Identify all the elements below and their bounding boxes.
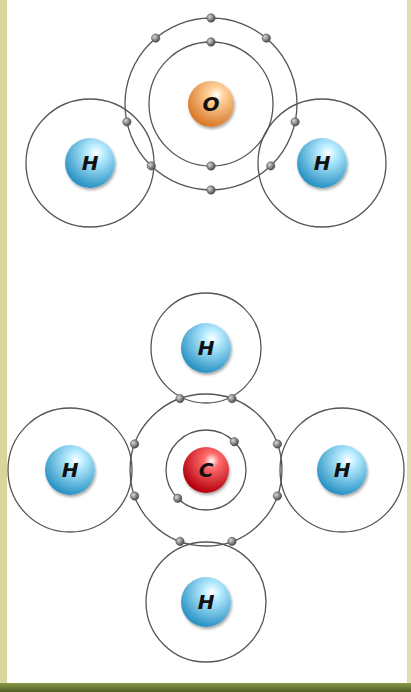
element-symbol: H xyxy=(198,338,215,358)
electron-dot xyxy=(267,162,275,170)
atom-sphere: H xyxy=(181,323,231,373)
shell-ring xyxy=(166,430,246,510)
electron-dot xyxy=(174,494,182,502)
atom-sphere: C xyxy=(183,447,229,493)
electron-dot xyxy=(176,394,184,402)
electron-dot xyxy=(207,38,215,46)
electron-dot xyxy=(130,492,138,500)
element-symbol: H xyxy=(334,460,351,480)
electron-dot xyxy=(228,537,236,545)
shell-ring xyxy=(146,542,266,662)
element-symbol: H xyxy=(314,153,331,173)
shell-ring xyxy=(258,99,386,227)
element-symbol: H xyxy=(198,592,215,612)
electron-dot xyxy=(228,394,236,402)
electron-dot xyxy=(291,118,299,126)
shell-ring xyxy=(8,408,132,532)
shell-ring xyxy=(125,18,297,190)
shell-ring xyxy=(151,293,261,403)
atom-sphere: H xyxy=(317,445,367,495)
electron-dot xyxy=(207,14,215,22)
electron-dot xyxy=(273,440,281,448)
frame-strip xyxy=(0,0,7,692)
shell-ring xyxy=(280,408,404,532)
electron-dot xyxy=(130,440,138,448)
electron-dot xyxy=(123,118,131,126)
electron-dot xyxy=(207,162,215,170)
element-symbol: H xyxy=(82,153,99,173)
frame-bar xyxy=(0,683,411,692)
shell-ring xyxy=(130,394,282,546)
atom-sphere: H xyxy=(45,445,95,495)
electron-dot xyxy=(262,34,270,42)
shell-ring xyxy=(26,99,154,227)
atom-sphere: H xyxy=(297,138,347,188)
element-symbol: H xyxy=(62,460,79,480)
element-symbol: O xyxy=(202,94,219,114)
atom-sphere: H xyxy=(65,138,115,188)
electron-dot xyxy=(273,492,281,500)
electron-dot xyxy=(176,537,184,545)
shell-ring xyxy=(149,42,273,166)
electron-dot xyxy=(152,34,160,42)
electron-dot xyxy=(147,162,155,170)
frame-strip xyxy=(407,0,411,692)
electron-dot xyxy=(207,186,215,194)
element-symbol: C xyxy=(199,460,214,480)
electron-dot xyxy=(230,438,238,446)
atom-sphere: O xyxy=(188,81,234,127)
atom-sphere: H xyxy=(181,577,231,627)
